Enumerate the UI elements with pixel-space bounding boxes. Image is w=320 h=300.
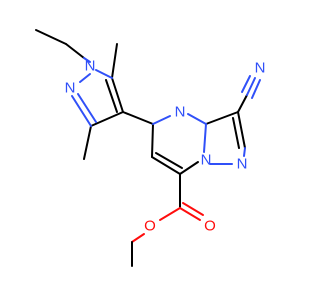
atom-o-carbonyl: O	[204, 218, 216, 235]
carbon-bonds	[35, 29, 248, 209]
molecule-diagram: N N N N N N O O	[35, 29, 266, 267]
atom-labels: N N N N N N O O	[65, 58, 266, 235]
nitrogen-bonds	[71, 57, 261, 165]
atom-o-ester: O	[144, 218, 156, 235]
atom-n-imine: N	[65, 80, 76, 97]
atom-n-pyrazolo: N	[237, 156, 248, 173]
atom-n-nitrile: N	[255, 60, 266, 77]
atom-n-ethyl: N	[85, 58, 96, 75]
atom-n-pyrimidine: N	[175, 104, 186, 121]
atom-n-bridge: N	[201, 152, 212, 169]
oxygen-bonds	[131, 202, 204, 267]
